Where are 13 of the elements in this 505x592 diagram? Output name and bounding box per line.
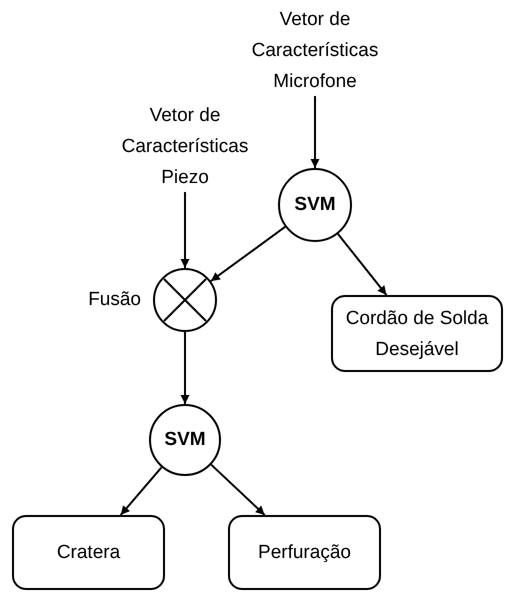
arrow bbox=[180, 192, 190, 268]
arrow bbox=[210, 226, 286, 282]
arrow bbox=[210, 464, 266, 516]
arrow bbox=[180, 332, 190, 404]
process-box: Perfuração bbox=[228, 515, 381, 590]
node-caption: Fusão bbox=[88, 288, 141, 312]
input-label: Vetor de Características Microfone bbox=[235, 4, 395, 96]
arrow bbox=[120, 466, 162, 516]
process-box: Cordão de Solda Desejável bbox=[331, 295, 503, 372]
arrow bbox=[310, 96, 320, 168]
input-label: Vetor de Características Piezo bbox=[100, 100, 270, 192]
process-box: Cratera bbox=[12, 515, 165, 590]
arrow bbox=[337, 233, 388, 296]
